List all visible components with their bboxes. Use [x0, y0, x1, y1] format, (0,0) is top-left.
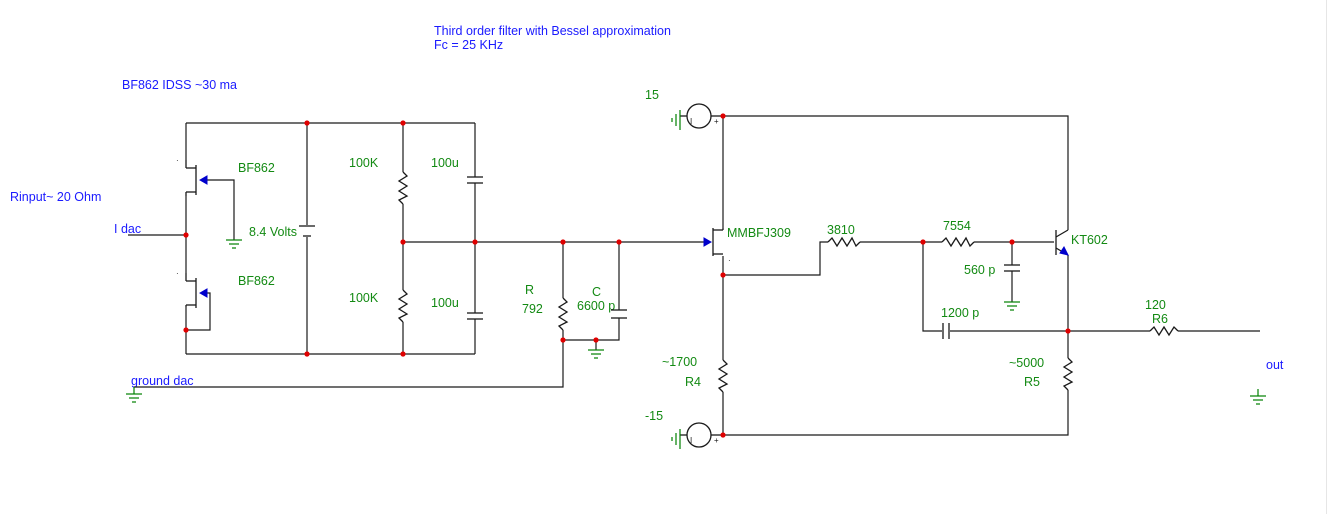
jfet-bf862-top: · — [176, 156, 208, 196]
resistor-r4 — [717, 359, 729, 393]
cap-560p — [1004, 264, 1020, 272]
resistor-100k-bottom — [397, 289, 409, 323]
svg-text:+: + — [714, 436, 719, 445]
ground-symbol-560p — [1004, 301, 1020, 311]
label-bjt: KT602 — [1071, 233, 1108, 247]
label-c-name: C — [592, 285, 601, 299]
input-wires — [128, 122, 706, 388]
svg-text:I: I — [690, 436, 692, 445]
label-r6-name: R6 — [1152, 312, 1168, 326]
label-r-name: R — [525, 283, 534, 297]
ground-symbol-rc — [588, 349, 604, 359]
label-r5-name: R5 — [1024, 375, 1040, 389]
cap-100u-top — [467, 176, 483, 184]
rc-filter-wires — [562, 242, 620, 350]
svg-text:·: · — [728, 256, 731, 265]
label-r4-value: ~1700 — [662, 355, 697, 369]
label-idac: I dac — [114, 222, 141, 236]
label-ground-dac: ground dac — [131, 374, 194, 388]
label-supply-pos: 15 — [645, 88, 659, 102]
label-c-shunt: 560 p — [964, 263, 995, 277]
note-rinput: Rinput~ 20 Ohm — [10, 190, 101, 204]
label-c-bottom: 100u — [431, 296, 459, 310]
svg-text:I: I — [690, 117, 692, 126]
label-r6-value: 120 — [1145, 298, 1166, 312]
cap-1200p — [942, 323, 950, 339]
scroll-edge — [1326, 0, 1331, 514]
junction-nodes — [183, 113, 1071, 438]
svg-text:·: · — [176, 156, 179, 165]
resistor-r6 — [1149, 325, 1179, 337]
resistor-r-792 — [557, 297, 569, 331]
label-jfet-top: BF862 — [238, 161, 275, 175]
cap-c-6600p — [611, 309, 627, 319]
battery-8v4 — [299, 225, 315, 237]
label-out: out — [1266, 358, 1284, 372]
svg-text:+: + — [714, 117, 719, 126]
label-c-top: 100u — [431, 156, 459, 170]
title-line-1: Third order filter with Bessel approxima… — [434, 24, 671, 38]
svg-text:·: · — [176, 269, 179, 278]
note-fet: BF862 IDSS ~30 ma — [122, 78, 237, 92]
label-r4-name: R4 — [685, 375, 701, 389]
jfet-bf862-bottom: · — [176, 269, 208, 308]
label-r5-value: ~5000 — [1009, 356, 1044, 370]
label-jfet-out: MMBFJ309 — [727, 226, 791, 240]
label-c-value: 6600 p — [577, 299, 615, 313]
supply-positive-15v: + I — [671, 103, 723, 130]
supply-negative-15v: + I — [671, 422, 723, 449]
label-r-bottom: 100K — [349, 291, 379, 305]
label-r-series-1: 3810 — [827, 223, 855, 237]
resistor-3810 — [827, 236, 861, 248]
ground-symbol-dac — [126, 387, 142, 403]
bjt-kt602 — [1055, 229, 1069, 256]
label-supply-neg: -15 — [645, 409, 663, 423]
cap-100u-bottom — [467, 312, 483, 320]
resistor-100k-top — [397, 171, 409, 205]
ground-symbol-out — [1250, 389, 1266, 405]
label-battery: 8.4 Volts — [249, 225, 297, 239]
resistor-7554 — [941, 236, 975, 248]
resistor-r5 — [1062, 357, 1074, 391]
ground-symbol-jfet — [226, 239, 242, 249]
title-line-2: Fc = 25 KHz — [434, 38, 503, 52]
output-stage-wires — [722, 115, 1260, 436]
label-c-feedback: 1200 p — [941, 306, 979, 320]
label-r-series-2: 7554 — [943, 219, 971, 233]
jfet-mmbfj309: · — [703, 228, 731, 265]
label-r-top: 100K — [349, 156, 379, 170]
label-r-value: 792 — [522, 302, 543, 316]
label-jfet-bottom: BF862 — [238, 274, 275, 288]
